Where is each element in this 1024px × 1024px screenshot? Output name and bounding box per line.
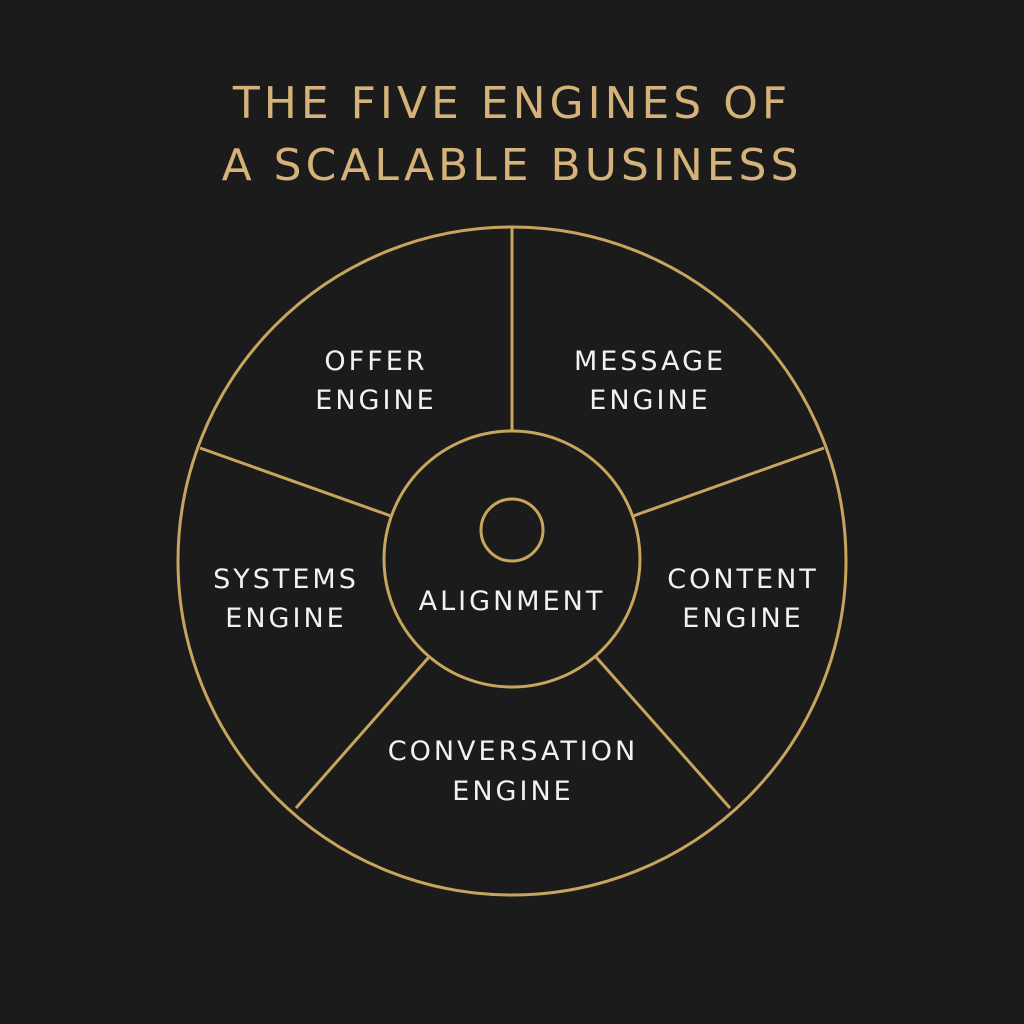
- segment-label-line2: ENGINE: [315, 385, 436, 416]
- segment-label-line1: SYSTEMS: [213, 564, 359, 595]
- inner-circle: [382, 429, 642, 689]
- center-small-circle: [479, 497, 545, 563]
- segment-content-engine: CONTENT ENGINE: [667, 564, 819, 634]
- divider-upper-left: [199, 446, 392, 518]
- divider-lower-right: [594, 656, 732, 809]
- segment-conversation-engine: CONVERSATION ENGINE: [388, 736, 639, 807]
- title-line-1: THE FIVE ENGINES OF: [232, 78, 791, 129]
- divider-upper-right: [632, 446, 825, 518]
- segment-offer-engine: OFFER ENGINE: [315, 346, 436, 416]
- segment-label-line2: ENGINE: [682, 603, 803, 634]
- segment-systems-engine: SYSTEMS ENGINE: [213, 564, 359, 634]
- center-label: ALIGNMENT: [419, 586, 606, 617]
- outer-circle: [176, 225, 848, 897]
- segment-label-line1: CONVERSATION: [388, 736, 639, 767]
- segment-label-line2: ENGINE: [452, 776, 573, 807]
- segment-label-line1: CONTENT: [667, 564, 819, 595]
- title-line-2: A SCALABLE BUSINESS: [222, 140, 803, 191]
- segment-message-engine: MESSAGE ENGINE: [574, 346, 726, 416]
- segment-label-line1: OFFER: [324, 346, 427, 377]
- segment-label-line2: ENGINE: [589, 385, 710, 416]
- divider-lower-left: [294, 656, 431, 809]
- segment-label-line2: ENGINE: [225, 603, 346, 634]
- segment-label-line1: MESSAGE: [574, 346, 726, 377]
